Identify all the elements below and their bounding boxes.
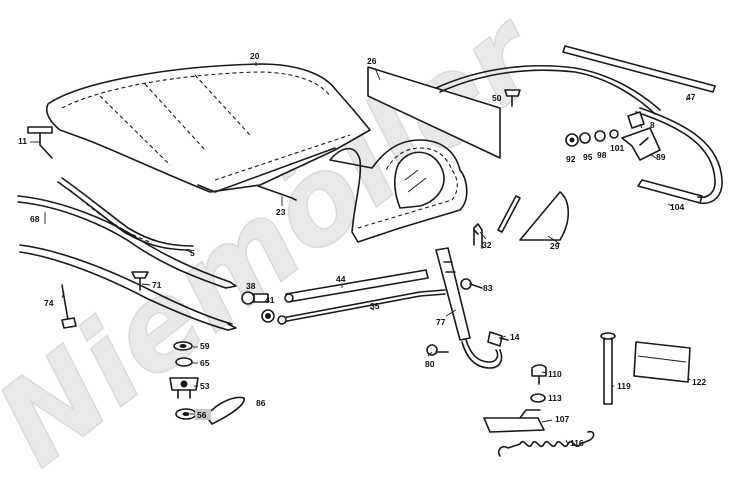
part-band-23 — [257, 185, 297, 201]
callout-122: 122 — [692, 377, 706, 387]
part-screw-50 — [504, 89, 521, 107]
part-rod-119 — [600, 332, 616, 405]
part-glass-26 — [367, 66, 501, 159]
callout-119: 119 — [617, 381, 631, 391]
leader-lines — [44, 62, 691, 445]
part-hook-32 — [473, 223, 483, 249]
callout-101: 101 — [610, 143, 624, 153]
callout-107: 107 — [555, 414, 569, 424]
part-spring-116 — [497, 430, 595, 457]
callout-104: 104 — [670, 202, 684, 212]
part-seal-47-104 — [435, 45, 723, 205]
callout-20: 20 — [250, 51, 260, 61]
callout-23: 23 — [276, 207, 286, 217]
callout-89: 89 — [656, 152, 666, 162]
callout-32: 32 — [482, 240, 492, 250]
part-front-rail-68 — [17, 177, 237, 289]
callout-98: 98 — [597, 150, 607, 160]
callout-95: 95 — [583, 152, 593, 162]
part-hinge-arm-77 — [426, 247, 509, 369]
part-plate-107 — [483, 409, 545, 433]
callout-29: 29 — [550, 241, 560, 251]
callout-11: 11 — [18, 136, 27, 146]
part-bracket-11 — [27, 126, 53, 159]
callout-44: 44 — [336, 274, 346, 284]
callout-116: 116 — [570, 438, 584, 448]
part-soft-top-canvas — [45, 63, 371, 193]
part-screw-71 — [131, 271, 149, 291]
part-bolts-38-41 — [241, 291, 275, 323]
callout-26: 26 — [367, 56, 377, 66]
callout-113: 113 — [548, 393, 562, 403]
part-latch-stack — [169, 341, 199, 420]
callout-5: 5 — [190, 248, 195, 258]
callout-50: 50 — [492, 93, 502, 103]
callout-53: 53 — [200, 381, 210, 391]
part-latch-assembly — [565, 111, 661, 161]
callout-92: 92 — [566, 154, 576, 164]
callout-8: 8 — [650, 120, 655, 130]
part-plate-122 — [633, 341, 691, 383]
callout-74: 74 — [44, 298, 54, 308]
callout-71: 71 — [152, 280, 162, 290]
part-glass-29 — [497, 191, 570, 241]
callout-38: 38 — [246, 281, 256, 291]
callout-68: 68 — [30, 214, 40, 224]
callout-80: 80 — [425, 359, 435, 369]
callout-56: 56 — [197, 410, 207, 420]
part-knob-110 — [530, 364, 547, 403]
callout-110: 110 — [548, 369, 562, 379]
callout-56-highlight — [195, 409, 211, 420]
callout-41: 41 — [265, 295, 275, 305]
callout-65: 65 — [200, 358, 210, 368]
part-strap-86 — [205, 396, 245, 425]
callout-35: 35 — [370, 301, 380, 311]
part-lower-bow-74 — [19, 244, 237, 331]
callout-83: 83 — [483, 283, 493, 293]
callout-59: 59 — [200, 341, 210, 351]
callout-86: 86 — [256, 398, 266, 408]
part-rods-44-35 — [277, 269, 446, 325]
callout-47: 47 — [686, 92, 696, 102]
callout-14: 14 — [510, 332, 520, 342]
part-rear-frame — [329, 139, 468, 243]
callout-labels: 20 26 47 50 8 11 23 92 95 98 101 89 104 … — [18, 51, 706, 448]
callout-77: 77 — [436, 317, 446, 327]
